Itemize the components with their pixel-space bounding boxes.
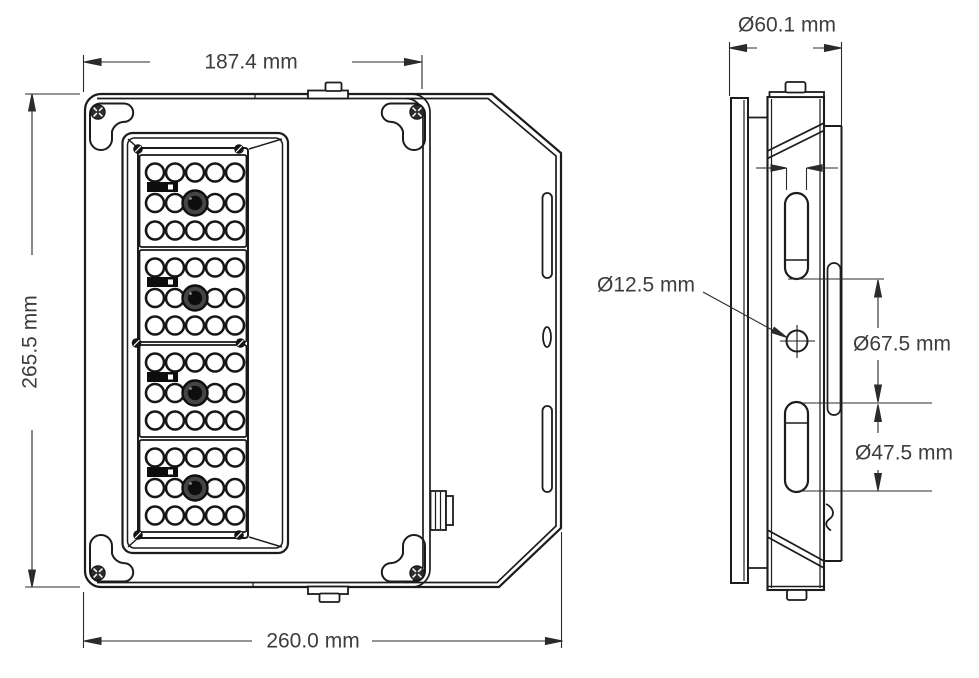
mounting-hole [780,325,815,358]
side-vent-slots [541,192,553,493]
front-frame-edge [405,93,431,588]
dim-hole-leader: Ø12.5 mm [597,274,788,339]
front-view [83,81,563,603]
dim-lower-spacing: Ø47.5 mm [798,404,953,492]
corner-screw [90,104,106,120]
dim-label-hole: Ø12.5 mm [597,274,695,297]
front-lip-profile [730,97,749,584]
dim-side-depth: Ø60.1 mm [728,14,843,126]
parting-ticks [252,93,256,588]
dim-label-upper-spacing: Ø67.5 mm [853,333,951,356]
corner-screw [90,564,106,582]
bend-lines [767,122,825,569]
dim-label-front-width-top: 187.4 mm [204,51,297,74]
side-bottom-tab [786,589,808,601]
bracket-flange [824,125,843,562]
clip-detail [825,503,834,532]
dim-label-side-depth: Ø60.1 mm [738,14,836,37]
housing-outline [83,92,563,589]
dim-label-front-height: 265.5 mm [19,295,42,388]
dim-front-width-top: 187.4 mm [82,51,423,92]
side-top-tab [768,81,825,98]
dim-slot-width-arrows [756,164,838,190]
led-modules [138,153,248,534]
top-tab [307,81,349,100]
dim-front-height: 265.5 mm [19,93,80,588]
cable-gland [429,490,454,531]
dim-upper-spacing: Ø67.5 mm [788,278,951,404]
dim-front-width-bottom: 260.0 mm [82,532,563,653]
dim-label-front-width-bottom: 260.0 mm [266,630,359,653]
side-wall-plate [766,95,826,592]
dimensions: 187.4 mm 265.5 mm 260.0 mm [19,14,954,653]
side-view [730,81,843,601]
bottom-tab [307,585,349,603]
dim-label-lower-spacing: Ø47.5 mm [855,442,953,465]
corner-screw [408,104,426,120]
corner-screw [408,564,426,582]
